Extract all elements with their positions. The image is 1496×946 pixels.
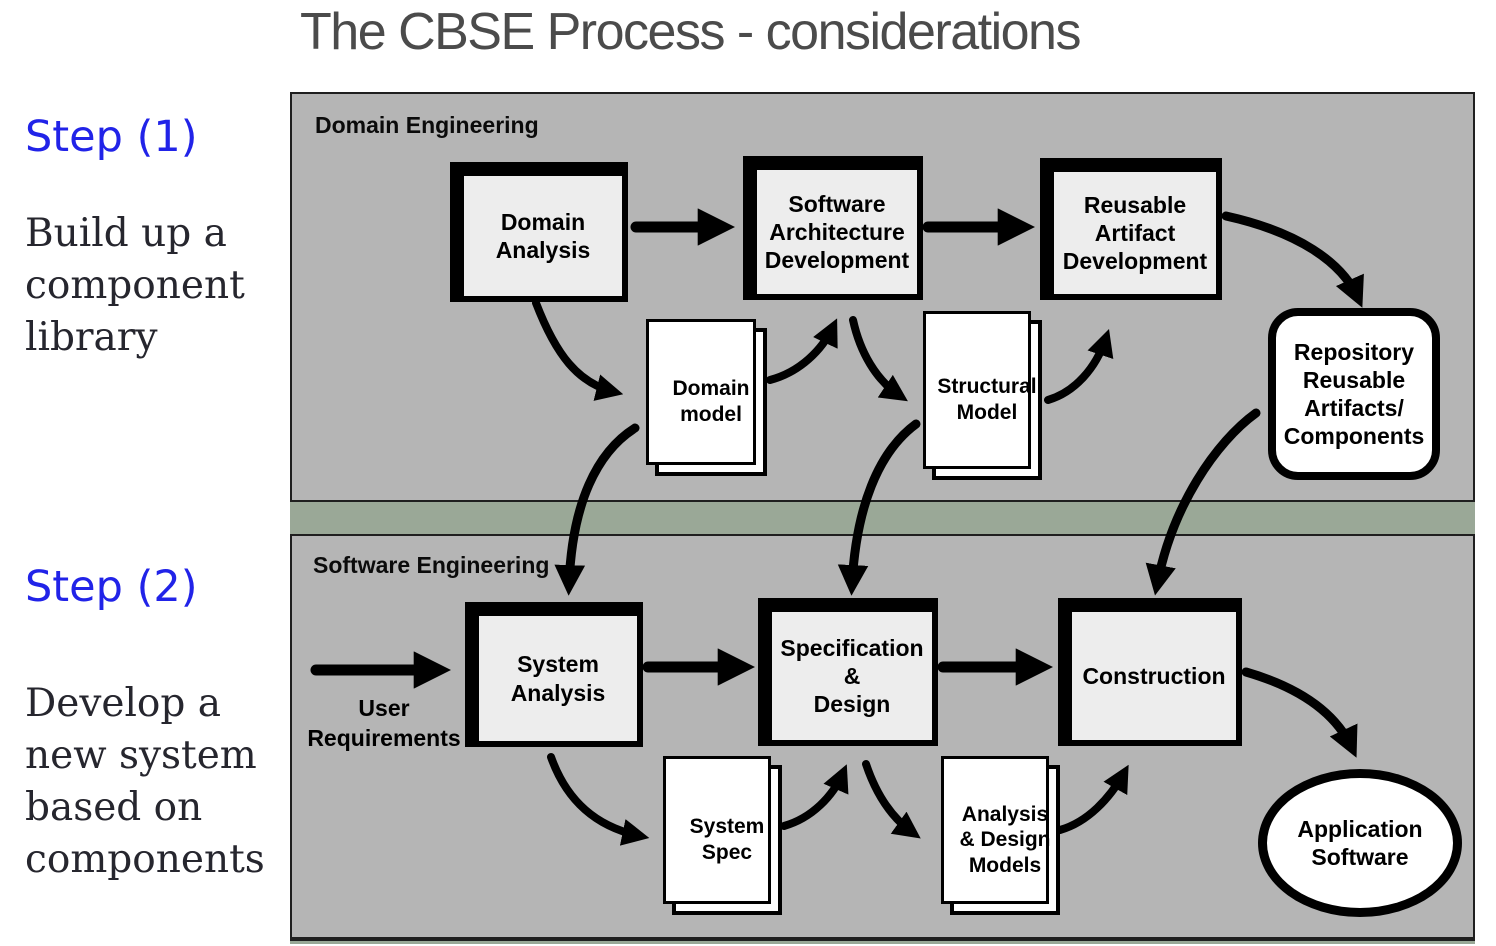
arrow-domain-model-to-system-analysis [554,423,640,596]
box-software-architecture-development: Software Architecture Development [753,166,921,298]
box-software-architecture-development-label: Software Architecture Development [764,190,910,274]
arrow-structural-model-to-specification [837,419,921,596]
user-requirements-label: User Requirements [307,695,461,751]
arrow-domain-analysis-to-domain-model [532,299,624,401]
step-1-label: Step (1) [25,112,198,162]
box-construction: Construction [1068,608,1240,744]
arrow-system-spec-to-specification [780,764,849,830]
box-specification-design: Specification & Design [768,608,936,744]
box-domain-analysis: Domain Analysis [460,172,626,300]
step-1-description: Build up a component library [25,211,245,360]
step-2-description: Develop a new system based on components [25,681,265,882]
doc-analysis-design-models: Analysis & Design Models [941,756,1060,915]
arrow-domain-model-to-software-architecture [766,318,838,384]
step-2-label: Step (2) [25,562,198,612]
arrow-specification-to-analysis-design-models [862,760,921,839]
application-software-node: Application Software [1258,769,1462,917]
arrow-construction-to-application-software [1241,667,1358,758]
box-system-analysis-label: System Analysis [510,651,606,706]
doc-structural-model: Structural Model [923,311,1042,480]
doc-analysis-design-models-label: Analysis & Design Models [959,802,1051,877]
arrow-analysis-design-models-to-construction [1056,764,1129,834]
arrow-software-architecture-to-structural-model [849,316,908,402]
box-reusable-artifact-development-label: Reusable Artifact Development [1062,191,1208,275]
panel-label-domain-engineering: Domain Engineering [315,112,539,138]
arrow-system-analysis-to-system-spec [547,753,650,846]
doc-system-spec-label: System Spec [689,815,765,864]
doc-structural-model-label: Structural Model [937,375,1037,424]
box-system-analysis: System Analysis [475,612,641,745]
repository-label: Repository Reusable Artifacts/ Component… [1283,338,1425,450]
doc-domain-model: Domain model [646,319,767,476]
repository-node: Repository Reusable Artifacts/ Component… [1268,308,1440,480]
box-reusable-artifact-development: Reusable Artifact Development [1050,168,1220,298]
arrow-repository-to-construction [1145,408,1261,596]
doc-domain-model-label: Domain model [672,377,750,426]
slide-title: The CBSE Process - considerations [300,3,1081,61]
arrow-structural-model-to-reusable-artifact [1044,328,1114,404]
panel-label-software-engineering: Software Engineering [313,552,550,578]
application-software-label: Application Software [1297,815,1423,870]
doc-system-spec: System Spec [663,756,782,915]
box-domain-analysis-label: Domain Analysis [495,208,591,263]
box-construction-label: Construction [1082,662,1226,689]
box-specification-design-label: Specification & Design [780,634,924,718]
arrow-reusable-artifact-to-repository [1221,211,1364,308]
